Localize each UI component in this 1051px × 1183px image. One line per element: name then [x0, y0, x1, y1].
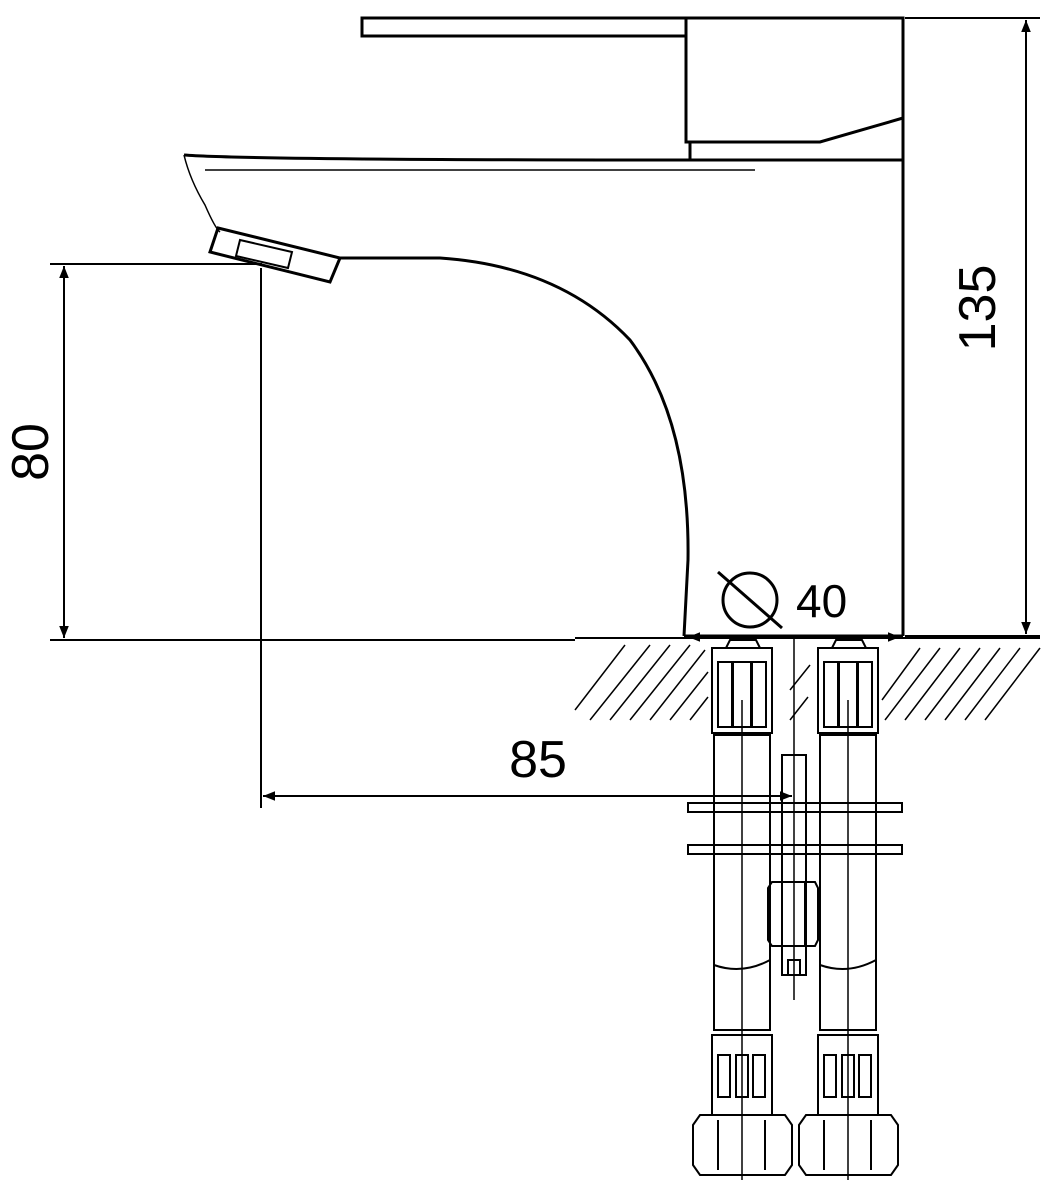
lever-handle — [360, 16, 688, 38]
dimension-reach: 85 — [260, 268, 792, 808]
dimension-spout-height: 80 — [2, 263, 575, 641]
dimension-total-height: 135 — [905, 17, 1040, 637]
dimension-label-40: 40 — [796, 575, 847, 627]
dimension-label-80: 80 — [2, 423, 60, 481]
mounting-hardware — [687, 638, 903, 1000]
diameter-icon — [721, 571, 779, 629]
dimension-label-135: 135 — [949, 265, 1007, 352]
cartridge-block — [684, 16, 905, 144]
faucet-body — [183, 16, 905, 638]
spout-underside — [340, 256, 690, 637]
supply-hose-left — [692, 639, 793, 1180]
supply-hose-right — [798, 639, 899, 1180]
dimension-hole-diameter: 40 — [688, 570, 900, 642]
countertop-section — [574, 637, 1041, 721]
dimension-label-85: 85 — [509, 731, 567, 789]
spout-top — [183, 153, 691, 162]
aerator — [208, 226, 343, 284]
